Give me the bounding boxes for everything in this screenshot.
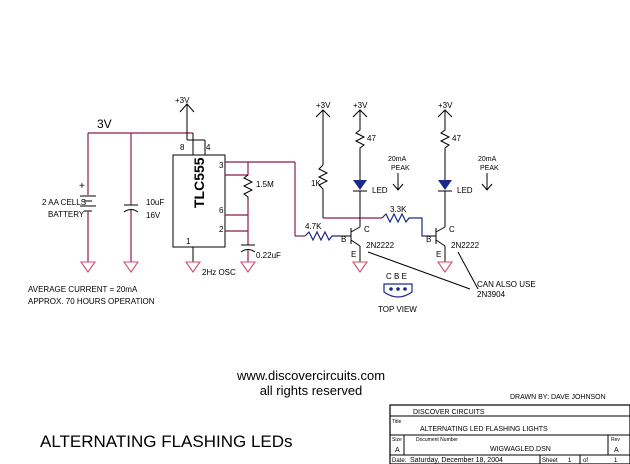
ground-symbol xyxy=(184,261,202,273)
tlc555-ic xyxy=(172,154,226,248)
note-pointer xyxy=(367,251,471,290)
r-pull-label: 1K xyxy=(311,179,321,188)
operation-note: APPROX. 70 HOURS OPERATION xyxy=(28,297,155,306)
q2-label: 2N2222 xyxy=(451,241,480,250)
q1-emitter-label: E xyxy=(351,250,356,259)
pin6-number: 6 xyxy=(219,206,224,215)
rights-text: all rights reserved xyxy=(260,383,363,398)
cap1-label: 10uF xyxy=(146,198,164,207)
note-pointer xyxy=(457,251,479,290)
ground-symbol xyxy=(351,261,369,273)
battery-top-rail xyxy=(87,132,193,205)
led-2 xyxy=(438,175,452,227)
svg-text:+: + xyxy=(79,181,85,192)
vcc-label: +3V xyxy=(175,96,190,105)
ground-symbol xyxy=(122,261,140,273)
current-arrow xyxy=(481,173,493,191)
ic-output-wiring xyxy=(225,161,305,245)
c2-label: 0.22uF xyxy=(256,251,281,260)
q2-collector-label: C xyxy=(449,225,455,234)
vcc-label: +3V xyxy=(353,101,368,110)
ic-label: TLC555 xyxy=(191,157,207,208)
rev-field-label: Rev xyxy=(611,437,620,443)
battery-label-2: BATTERY xyxy=(48,210,85,219)
title-field-label: Title xyxy=(392,419,401,425)
ground-symbol xyxy=(79,261,97,273)
docnum-value: WIGWAGLED.DSN xyxy=(490,446,551,453)
of-value: 1 xyxy=(614,458,618,464)
led-1 xyxy=(353,175,367,227)
size-value: A xyxy=(395,447,400,454)
top-view-label: TOP VIEW xyxy=(378,305,417,314)
battery-symbol: + xyxy=(79,181,96,262)
peak1-label: 20mA xyxy=(388,156,407,163)
peak1-label-2: PEAK xyxy=(391,165,410,172)
ground-symbol xyxy=(436,261,454,273)
drawing-title: ALTERNATING LED FLASHING LIGHTS xyxy=(420,426,548,433)
resistor-4-7k xyxy=(304,230,340,242)
led1-label: LED xyxy=(372,186,388,195)
date-value: Saturday, December 18, 2004 xyxy=(410,457,503,464)
pin4-number: 4 xyxy=(206,143,211,152)
r-base2-label: 3.3K xyxy=(390,205,407,214)
main-title: ALTERNATING FLASHING LEDs xyxy=(40,432,293,451)
alt-transistor-label: CAN ALSO USE xyxy=(477,280,536,289)
q1-label: 2N2222 xyxy=(366,241,395,250)
rev-value: A xyxy=(614,447,619,454)
led2-label: LED xyxy=(457,186,473,195)
size-field-label: Size xyxy=(392,437,402,443)
r-base1-label: 4.7K xyxy=(305,222,322,231)
battery-voltage-label: 3V xyxy=(97,117,112,131)
q1-collector-label: C xyxy=(364,225,370,234)
transistor-q1 xyxy=(340,226,361,262)
to92-package xyxy=(383,283,413,298)
peak2-label-2: PEAK xyxy=(480,165,499,172)
vcc-label: +3V xyxy=(316,101,331,110)
avg-current-note: AVERAGE CURRENT = 20mA xyxy=(28,285,138,294)
pinout-label: C B E xyxy=(386,272,407,281)
transistor-q2 xyxy=(430,226,446,262)
pin2-number: 2 xyxy=(219,225,224,234)
resistor-3-3k xyxy=(381,212,430,237)
resistor-1k xyxy=(317,164,329,218)
website-text: www.discovercircuits.com xyxy=(236,368,385,383)
q2-emitter-label: E xyxy=(436,250,441,259)
vcc-arrow xyxy=(179,103,206,155)
cap1-voltage-label: 16V xyxy=(146,211,161,220)
alt-transistor-label-2: 2N3904 xyxy=(477,290,506,299)
title-block xyxy=(389,404,630,464)
r-led2-label: 47 xyxy=(452,134,461,143)
pin8-number: 8 xyxy=(180,143,185,152)
sheet-field-label: Sheet xyxy=(542,458,558,464)
sheet-value: 1 xyxy=(568,458,572,464)
q2-base-label: B xyxy=(426,235,431,244)
capacitor-10uf xyxy=(123,204,139,262)
peak2-label: 20mA xyxy=(478,156,497,163)
vcc-label: +3V xyxy=(438,101,453,110)
pin3-number: 3 xyxy=(219,161,224,170)
pin1-number: 1 xyxy=(186,237,191,246)
r1-label: 1.5M xyxy=(256,180,274,189)
resistor-1-5m xyxy=(242,174,254,200)
drawn-by-text: DRAWN BY: DAVE JOHNSON xyxy=(510,394,606,401)
current-arrow xyxy=(392,173,404,191)
resistor-47-2 xyxy=(439,110,451,175)
date-field-label: Date: xyxy=(392,458,407,464)
capacitor-0-22uf xyxy=(240,244,256,262)
resistor-47-1 xyxy=(354,110,366,175)
battery-label: 2 AA CELLS xyxy=(42,198,86,207)
q1-base-label: B xyxy=(341,235,346,244)
company-name: DISCOVER CIRCUITS xyxy=(413,409,485,416)
docnum-field-label: Document Number xyxy=(416,437,458,443)
of-field-label: of xyxy=(583,458,588,464)
r-led1-label: 47 xyxy=(367,134,376,143)
osc-label: 2Hz OSC xyxy=(202,268,236,277)
ground-symbol xyxy=(239,261,257,273)
